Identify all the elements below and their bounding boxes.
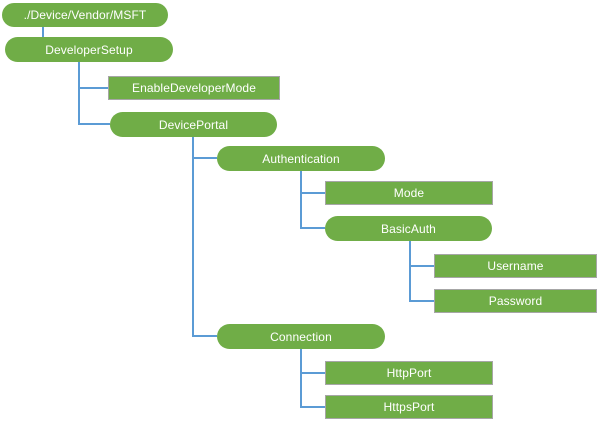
node-label-basicauth: BasicAuth xyxy=(381,221,436,236)
node-label-httpport: HttpPort xyxy=(386,366,432,380)
node-label-httpsport: HttpsPort xyxy=(383,400,435,414)
edge-basicauth-password xyxy=(409,266,434,302)
node-developersetup[interactable]: DeveloperSetup xyxy=(5,37,173,62)
node-mode[interactable]: Mode xyxy=(325,181,493,205)
edge-authentication-mode xyxy=(300,171,325,194)
node-label-enabledevelopermode: EnableDeveloperMode xyxy=(132,81,256,95)
node-deviceportal[interactable]: DevicePortal xyxy=(110,112,277,137)
edge-authentication-basicauth xyxy=(300,193,325,229)
edge-deviceportal-authentication xyxy=(192,137,217,159)
node-label-developersetup: DeveloperSetup xyxy=(45,42,133,57)
node-label-password: Password xyxy=(488,294,543,308)
node-password[interactable]: Password xyxy=(434,289,597,313)
edge-developersetup-enabledevelopermode xyxy=(78,62,108,89)
node-httpport[interactable]: HttpPort xyxy=(325,361,493,385)
node-label-deviceportal: DevicePortal xyxy=(158,117,229,132)
node-username[interactable]: Username xyxy=(434,254,597,278)
node-label-username: Username xyxy=(487,259,544,273)
node-basicauth[interactable]: BasicAuth xyxy=(325,216,492,241)
node-label-authentication: Authentication xyxy=(262,151,340,166)
node-connection[interactable]: Connection xyxy=(217,324,385,349)
edge-connection-httpport xyxy=(300,349,325,374)
edge-connection-httpsport xyxy=(300,373,325,408)
edge-basicauth-username xyxy=(409,241,434,267)
node-authentication[interactable]: Authentication xyxy=(217,146,385,171)
node-label-mode: Mode xyxy=(393,186,425,200)
node-label-connection: Connection xyxy=(270,329,332,344)
node-enabledevelopermode[interactable]: EnableDeveloperMode xyxy=(108,76,280,100)
edge-developersetup-deviceportal xyxy=(78,88,110,125)
edge-deviceportal-connection xyxy=(192,158,217,337)
node-label-root: ./Device/Vendor/MSFT xyxy=(23,8,147,22)
node-root[interactable]: ./Device/Vendor/MSFT xyxy=(2,3,168,27)
node-httpsport[interactable]: HttpsPort xyxy=(325,395,493,419)
